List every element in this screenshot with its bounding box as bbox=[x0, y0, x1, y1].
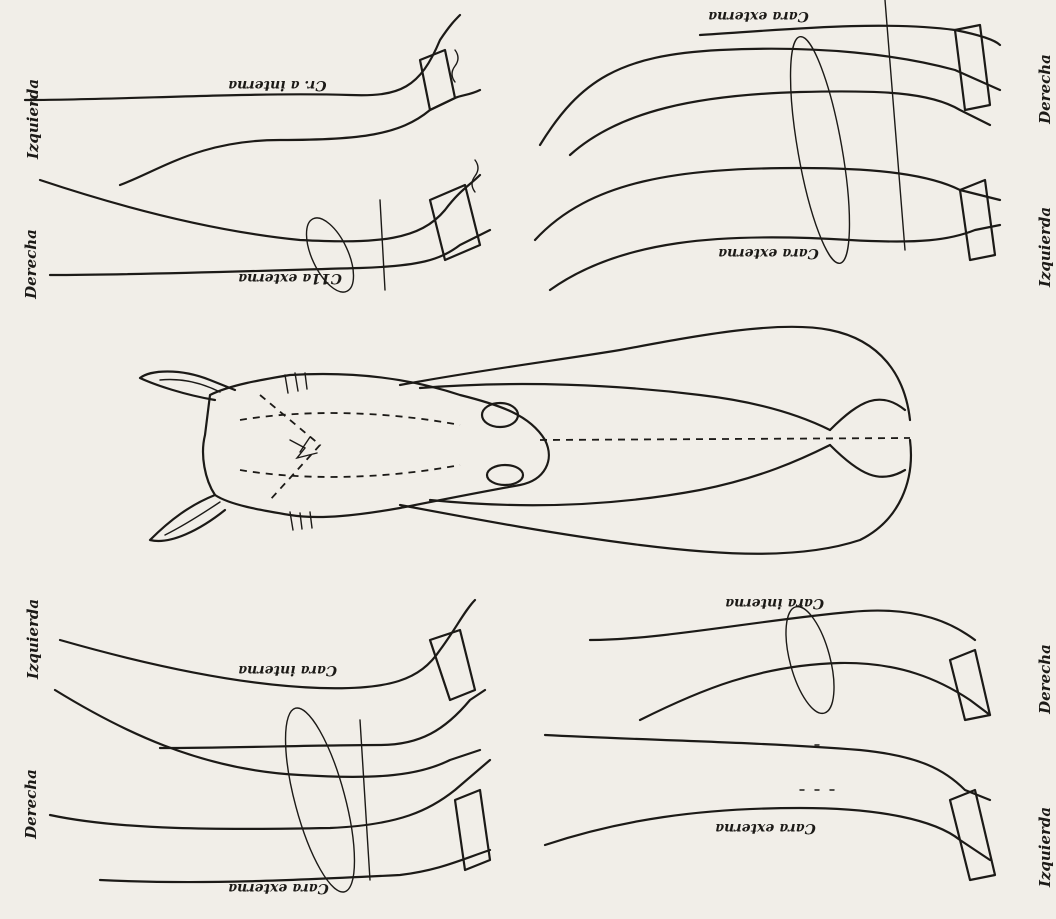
section-ellipse-bl bbox=[271, 702, 368, 898]
section-ellipse-tr bbox=[778, 33, 861, 267]
face-dashed-line-1 bbox=[240, 413, 460, 425]
leg-outline-left-upper-front bbox=[120, 90, 480, 185]
label-left-upper-izquierda: Izquierda bbox=[24, 79, 42, 159]
nostril-lower bbox=[487, 465, 523, 485]
label-right-lower-derecha: Derecha bbox=[1036, 644, 1054, 714]
label-left-lower-externa: Cara externa bbox=[228, 880, 329, 896]
leg-outline-bl-2 bbox=[55, 690, 480, 777]
face-dashed-line-2 bbox=[240, 465, 460, 477]
section-marks-br bbox=[800, 745, 834, 790]
leg-outline-tr-2 bbox=[540, 49, 1000, 145]
head-outline bbox=[203, 374, 549, 517]
leg-outline-left-upper-back bbox=[40, 175, 480, 241]
leg-outline-tr-4 bbox=[535, 168, 1000, 240]
label-left-upper-derecha: Derecha bbox=[22, 229, 40, 299]
leg-outline-br-3 bbox=[545, 735, 990, 800]
label-right-lower-interna: Cara interna bbox=[725, 595, 824, 611]
section-line-tr bbox=[885, 0, 905, 250]
label-left-lower-derecha: Derecha bbox=[22, 769, 40, 839]
body-outline-upper bbox=[400, 327, 910, 420]
hoof-bl-b bbox=[455, 790, 490, 870]
label-left-lower-interna: Cara interna bbox=[238, 662, 337, 678]
label-right-upper-externa-top: Cara externa bbox=[708, 8, 809, 24]
horse-head bbox=[140, 372, 549, 541]
leg-panel-bottom-right bbox=[545, 602, 995, 880]
body-curve-lower-inner bbox=[430, 445, 830, 505]
leg-panel-bottom-left bbox=[50, 600, 490, 898]
leg-outline-bl-3 bbox=[160, 690, 485, 748]
label-left-lower-izquierda: Izquierda bbox=[24, 599, 42, 679]
label-right-lower-izquierda: Izquierda bbox=[1036, 807, 1054, 887]
label-right-lower-externa: Cara externa bbox=[715, 820, 816, 836]
leg-panel-top-left bbox=[25, 15, 490, 299]
hoof-br-b bbox=[950, 790, 995, 880]
body-curve-upper-inner bbox=[420, 384, 830, 430]
leg-outline-bl-5 bbox=[100, 850, 490, 882]
label-left-upper-interna: Cr. a interna bbox=[228, 77, 326, 93]
ear-upper bbox=[140, 372, 235, 401]
tick-marks-top-left bbox=[452, 50, 478, 192]
leg-outline-br-1 bbox=[590, 611, 975, 640]
hoof-top-left-a bbox=[420, 50, 455, 110]
horse-neck-body bbox=[400, 327, 911, 554]
label-right-upper-derecha: Derecha bbox=[1036, 54, 1054, 124]
label-right-upper-izquierda: Izquierda bbox=[1036, 207, 1054, 287]
ear-lower bbox=[150, 495, 225, 541]
label-right-upper-externa: Cara externa bbox=[718, 245, 819, 261]
leg-outline-tr-3 bbox=[570, 91, 990, 155]
body-center-dashed bbox=[540, 438, 910, 440]
label-left-upper-externa: C11a externa bbox=[238, 270, 342, 286]
section-line-top-left bbox=[380, 200, 385, 290]
hoof-bl-a bbox=[430, 630, 475, 700]
face-dashed-line-3 bbox=[260, 395, 320, 500]
